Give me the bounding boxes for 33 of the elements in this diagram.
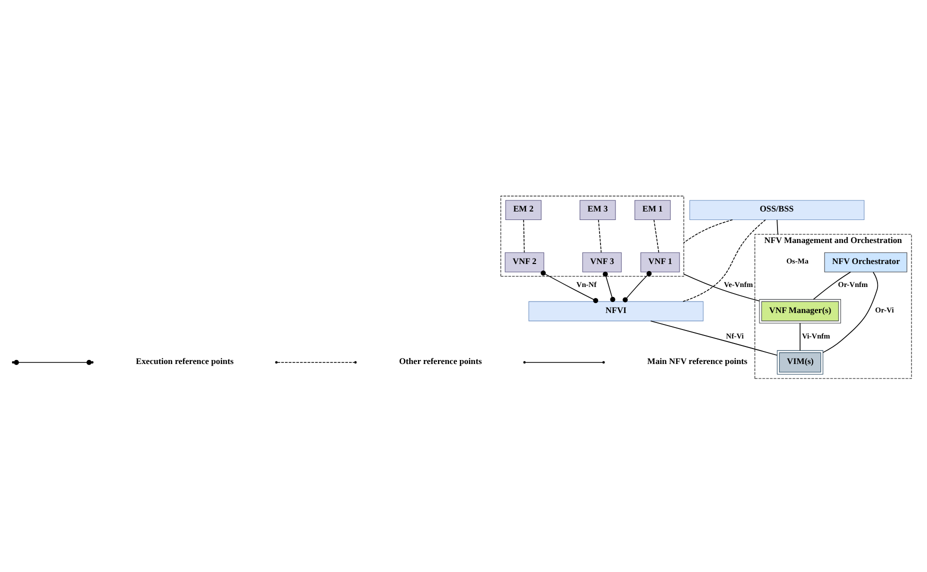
node-box: EM 3 [579, 200, 616, 220]
connector [682, 219, 732, 244]
connector [522, 220, 524, 253]
legend-label: Execution reference points [135, 356, 234, 366]
connector [682, 219, 766, 302]
edge-label: Os-Ma [786, 256, 808, 266]
node-box: NFV Orchestrator [824, 252, 907, 272]
node-box: NFVI [528, 301, 703, 322]
node-box: VNF 2 [504, 252, 544, 272]
connector [602, 272, 615, 302]
connector [540, 270, 598, 304]
edge-label: Nf-Vi [726, 331, 744, 340]
connector [682, 274, 760, 302]
edge-label: Vn-Nf [576, 280, 596, 290]
connector [776, 220, 778, 235]
node-box: VNF 3 [582, 252, 622, 272]
connector [650, 320, 778, 356]
node-box: EM 2 [504, 200, 541, 220]
connector [622, 271, 652, 302]
connector [799, 322, 800, 351]
node-box: OSS/BSS [688, 200, 864, 220]
connector [812, 272, 851, 300]
edge-label: Or-Vnfm [838, 280, 868, 290]
node-box: VNF 1 [640, 252, 680, 272]
connector [822, 272, 878, 353]
edge-label: Or-Vi [874, 306, 894, 315]
edge-label: Ve-Vnfm [723, 280, 752, 290]
connector [653, 220, 659, 253]
node-box: EM 1 [634, 200, 670, 220]
edge-label: Vi-Vnfm [801, 331, 830, 340]
legend-label: Other reference points [398, 356, 482, 366]
legend-label: Main NFV reference points [646, 356, 747, 366]
connector [598, 220, 602, 253]
